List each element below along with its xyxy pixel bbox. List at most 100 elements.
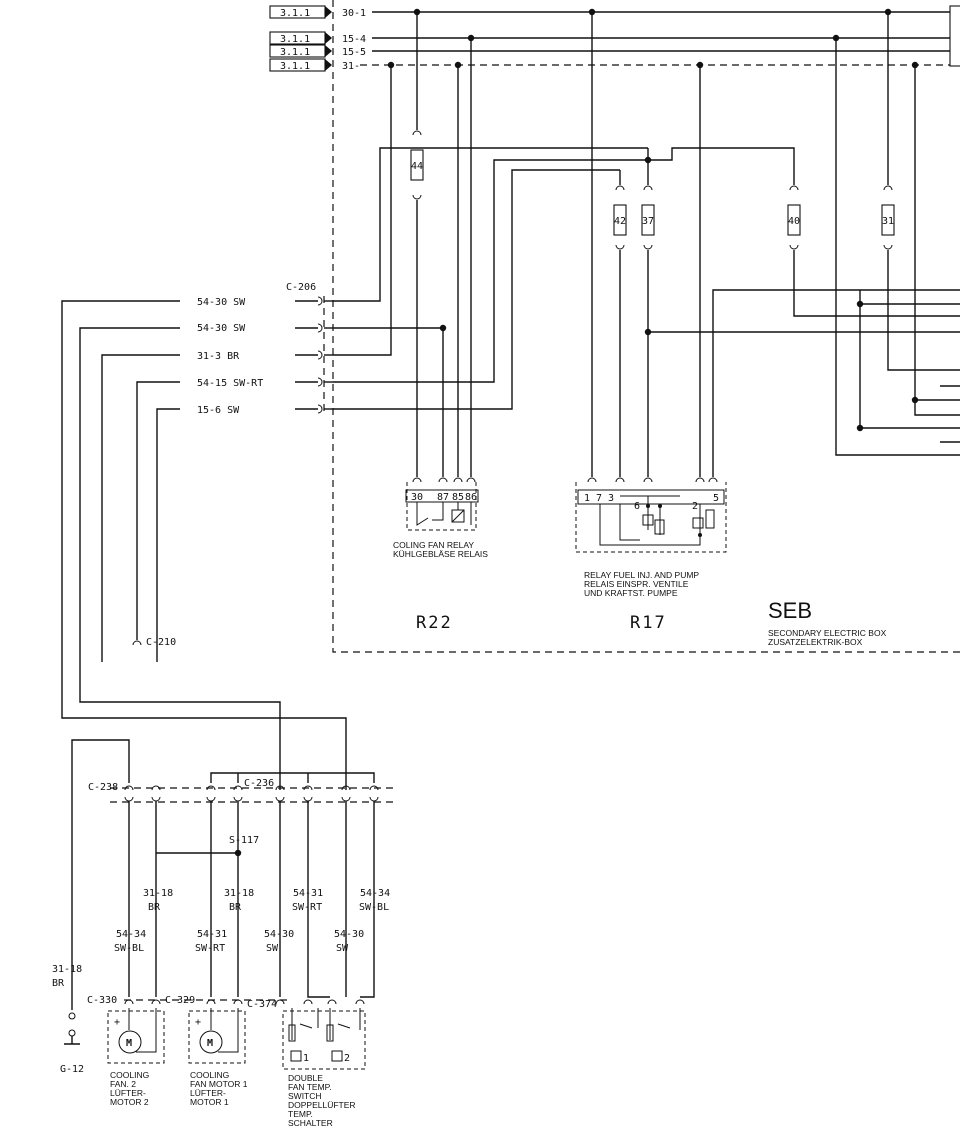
component-label: FAN MOTOR 1 (190, 1079, 248, 1089)
seb-wiring (333, 12, 960, 477)
component-label: DOUBLE (288, 1073, 323, 1083)
wire-color: BR (52, 978, 65, 989)
switch-contact: 1 (303, 1053, 309, 1064)
wire-label: 31-3 BR (197, 351, 240, 362)
component-label: FAN. 2 (110, 1079, 136, 1089)
component-label: TEMP. (288, 1109, 313, 1119)
fuse: 44 (410, 130, 424, 200)
lower-wire-labels: 31-18 BR 31-18 BR 54-31 SW-RT 54-34 SW-B… (52, 888, 390, 989)
fuse-label: 40 (788, 216, 800, 227)
splice-label: S-117 (229, 835, 259, 846)
input-net: 30-1 (342, 8, 366, 19)
lower-wiring: S-117 (128, 801, 375, 998)
switch-contact: 2 (344, 1053, 350, 1064)
fuse-label: 44 (411, 161, 423, 172)
relay-label: RELAIS EINSPR. VENTILE (584, 579, 689, 589)
input-ref: 3.1.1 (280, 34, 310, 45)
polarity-plus: + (195, 1017, 201, 1028)
fuse-label: 31 (882, 216, 894, 227)
wire-code: 54-30 (334, 929, 364, 940)
c206-row: 54-30 SW (197, 296, 333, 308)
relay-r22: 30 87 85 86 COLING FAN RELAY KÜHLGEBLÄSE… (393, 477, 488, 633)
ground-label: G-12 (60, 1064, 84, 1075)
fuses: 44 42 37 40 31 (410, 130, 895, 250)
wire-color: SW-BL (114, 943, 144, 954)
seb-subtitle: ZUSATZELEKTRIK-BOX (768, 637, 863, 647)
relay-pin: 5 (713, 493, 719, 504)
component-label: MOTOR 1 (190, 1097, 229, 1107)
connector-label: C-236 (244, 778, 274, 789)
wire-code: 31-18 (52, 964, 82, 975)
wire-code: 54-30 (264, 929, 294, 940)
wire-code: 31-18 (224, 888, 254, 899)
component-label: MOTOR 2 (110, 1097, 149, 1107)
double-fan-temp-switch: 1 2 DOUBLE FAN TEMP. SWITCH DOPPELLÜFTER… (282, 1008, 366, 1128)
wire-label: 54-30 SW (197, 323, 246, 334)
input-net: 15-4 (342, 34, 366, 45)
component-label: FAN TEMP. (288, 1082, 332, 1092)
wire-label: 54-15 SW-RT (197, 378, 263, 389)
input-net: 31- (342, 61, 360, 72)
c206-external-leads: C-210 (61, 300, 347, 790)
component-label: LÜFTER- (110, 1088, 146, 1098)
bottom-connector-row: C-330 C-329 C-374 (87, 995, 365, 1010)
input-tag: 3.1.1 30-1 (269, 5, 366, 19)
relay-pin: 85 (452, 492, 464, 503)
relay-label: RELAY FUEL INJ. AND PUMP (584, 570, 699, 580)
seb-subtitle: SECONDARY ELECTRIC BOX (768, 628, 887, 638)
relay-code: R22 (416, 613, 453, 633)
input-tag: 3.1.1 15-4 (269, 31, 366, 45)
seb-label: SEB SECONDARY ELECTRIC BOX ZUSATZELEKTRI… (768, 598, 887, 647)
relay-pin: 6 (634, 501, 640, 512)
motor-icon: M (207, 1038, 213, 1049)
connector-c206: C-206 54-30 SW 54-30 SW 31-3 BR 54-15 SW… (197, 282, 333, 416)
relay-label: COLING FAN RELAY (393, 540, 474, 550)
relay-pin: 30 (411, 492, 423, 503)
component-label: DOPPELLÜFTER (288, 1100, 356, 1110)
wire-code: 54-34 (360, 888, 390, 899)
wire-label: 15-6 SW (197, 405, 240, 416)
wire-code: 54-34 (116, 929, 146, 940)
wire-label: 54-30 SW (197, 297, 246, 308)
cooling-fan-2-motor: + M COOLING FAN. 2 LÜFTER- MOTOR 2 (107, 1008, 165, 1107)
wire-color: SW-RT (292, 902, 322, 913)
input-ref: 3.1.1 (280, 47, 310, 58)
input-tag: 3.1.1 15-5 (269, 44, 366, 58)
wire-code: 54-31 (197, 929, 227, 940)
seb-title: SEB (768, 598, 812, 623)
wire-code: 31-18 (143, 888, 173, 899)
relay-pin: 1 (584, 493, 590, 504)
bus-lines (360, 5, 960, 67)
c206-row: 31-3 BR (197, 350, 333, 362)
polarity-plus: + (114, 1017, 120, 1028)
wire-code: 54-31 (293, 888, 323, 899)
wire-color: SW-BL (359, 902, 389, 913)
relay-label: KÜHLGEBLÄSE RELAIS (393, 549, 488, 559)
c206-row: 54-15 SW-RT (197, 377, 333, 389)
motor-icon: M (126, 1038, 132, 1049)
input-tags: 3.1.1 30-1 3.1.1 15-4 3.1.1 15-5 3.1.1 3… (269, 5, 366, 72)
fuse: 42 (613, 185, 627, 250)
seb-enclosure (332, 0, 960, 653)
relay-pin: 7 (596, 493, 602, 504)
cooling-fan-1-motor: + M COOLING FAN MOTOR 1 LÜFTER- MOTOR 1 (188, 1008, 248, 1107)
relay-pin: 86 (465, 492, 477, 503)
ground-g12: G-12 (60, 1012, 84, 1075)
wire-color: SW (266, 943, 279, 954)
input-tag: 3.1.1 31- (269, 58, 360, 72)
wire-color: BR (229, 902, 242, 913)
c206-row: 54-30 SW (197, 323, 333, 334)
connector-label: C-330 (87, 995, 117, 1006)
connector-label: C-329 (165, 995, 195, 1006)
component-label: SWITCH (288, 1091, 322, 1101)
relay-pin: 87 (437, 492, 449, 503)
component-label: SCHALTER (288, 1118, 333, 1128)
connector-label: C-210 (146, 637, 176, 648)
fuse: 31 (881, 185, 895, 250)
relay-pin: 3 (608, 493, 614, 504)
relay-pin: 2 (692, 501, 698, 512)
component-label: COOLING (190, 1070, 229, 1080)
connector-label: C-238 (88, 782, 118, 793)
wire-color: SW-RT (195, 943, 225, 954)
relay-code: R17 (630, 613, 667, 633)
